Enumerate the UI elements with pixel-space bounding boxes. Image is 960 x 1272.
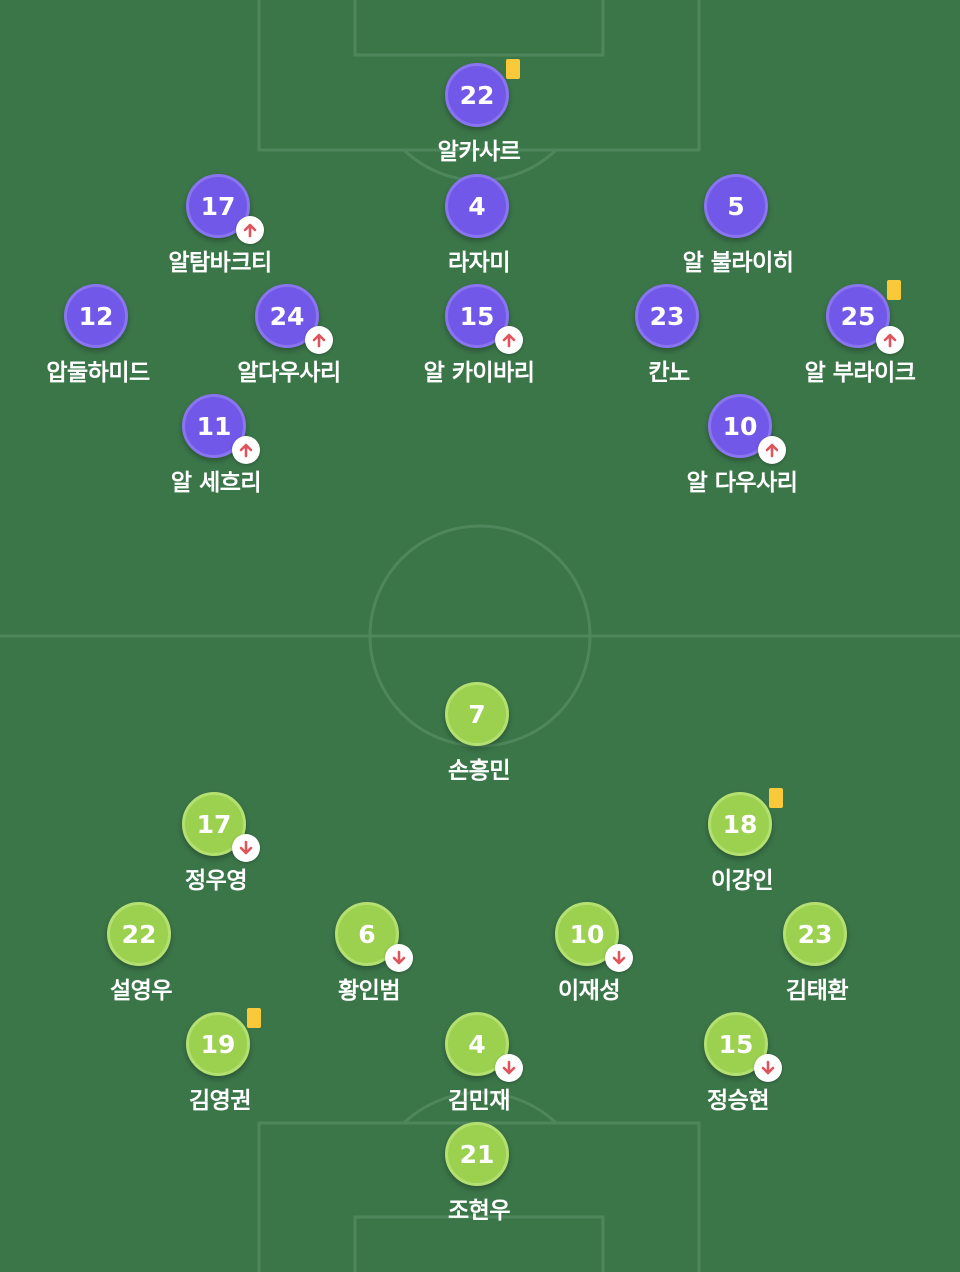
player-name: 알 부라이크 (804, 360, 916, 386)
arrow-down-icon (385, 944, 413, 972)
home-player[interactable]: 21 조현우 (369, 1122, 589, 1242)
player-name: 알다우사리 (237, 360, 341, 386)
player-name: 알 불라이히 (682, 250, 794, 276)
arrow-up-icon (876, 326, 904, 354)
player-name: 정우영 (185, 868, 247, 894)
away-player[interactable]: 4 라자미 (369, 174, 589, 294)
player-name: 김태환 (786, 978, 848, 1004)
jersey-number: 15 (445, 284, 509, 348)
arrow-up-icon (758, 436, 786, 464)
bottom-goal-box (353, 1215, 605, 1272)
yellow-card-icon (506, 59, 520, 79)
player-name: 알 세흐리 (170, 470, 262, 496)
jersey-number: 6 (335, 902, 399, 966)
jersey-number: 5 (704, 174, 768, 238)
jersey-number: 21 (445, 1122, 509, 1186)
jersey-number: 17 (182, 792, 246, 856)
jersey-number: 12 (64, 284, 128, 348)
player-name: 압둘하미드 (46, 360, 150, 386)
arrow-down-icon (754, 1054, 782, 1082)
jersey-number: 4 (445, 1012, 509, 1076)
yellow-card-icon (887, 280, 901, 300)
yellow-card-icon (247, 1008, 261, 1028)
away-player[interactable]: 11 알 세흐리 (106, 394, 326, 514)
away-player[interactable]: 25 알 부라이크 (750, 280, 960, 404)
player-name: 이강인 (711, 868, 773, 894)
away-player[interactable]: 5 알 불라이히 (628, 174, 848, 294)
arrow-up-icon (495, 326, 523, 354)
home-player[interactable]: 4 김민재 (369, 1012, 589, 1132)
player-name: 알탐바크티 (168, 250, 272, 276)
away-player[interactable]: 12 압둘하미드 (0, 284, 208, 404)
yellow-card-icon (769, 788, 783, 808)
away-player[interactable]: 24 알다우사리 (179, 284, 399, 404)
player-name: 황인범 (338, 978, 400, 1004)
jersey-number: 23 (635, 284, 699, 348)
arrow-down-icon (605, 944, 633, 972)
jersey-number: 23 (783, 902, 847, 966)
home-player[interactable]: 15 정승현 (628, 1012, 848, 1132)
jersey-number: 7 (445, 682, 509, 746)
jersey-number: 22 (107, 902, 171, 966)
arrow-down-icon (232, 834, 260, 862)
home-player[interactable]: 23 김태환 (707, 902, 927, 1022)
home-player[interactable]: 6 황인범 (259, 902, 479, 1022)
player-name: 정승현 (707, 1088, 769, 1114)
jersey-number: 22 (445, 63, 509, 127)
home-player[interactable]: 18 이강인 (632, 788, 852, 912)
home-player[interactable]: 17 정우영 (106, 792, 326, 912)
player-name: 김영권 (189, 1088, 251, 1114)
away-player[interactable]: 23 칸노 (559, 284, 779, 404)
player-name: 알 다우사리 (686, 470, 798, 496)
arrow-up-icon (236, 216, 264, 244)
center-circle (368, 524, 592, 748)
player-name: 설영우 (110, 978, 172, 1004)
jersey-number: 18 (708, 792, 772, 856)
home-player[interactable]: 22 설영우 (31, 902, 251, 1022)
jersey-number: 4 (445, 174, 509, 238)
jersey-number: 11 (182, 394, 246, 458)
away-player[interactable]: 15 알 카이바리 (369, 284, 589, 404)
player-name: 이재성 (558, 978, 620, 1004)
bottom-penalty-arc (402, 1091, 558, 1125)
top-penalty-box (257, 0, 701, 152)
player-name: 알카사르 (437, 139, 521, 165)
jersey-number: 19 (186, 1012, 250, 1076)
away-player[interactable]: 22 알카사르 (369, 59, 589, 183)
player-name: 손흥민 (448, 758, 510, 784)
home-player[interactable]: 7 손흥민 (369, 682, 589, 802)
home-player[interactable]: 19 김영권 (110, 1008, 330, 1132)
player-name: 조현우 (448, 1198, 510, 1224)
away-player[interactable]: 17 알탐바크티 (110, 174, 330, 294)
player-name: 라자미 (448, 250, 510, 276)
jersey-number: 24 (255, 284, 319, 348)
away-player[interactable]: 10 알 다우사리 (632, 394, 852, 514)
top-goal-box (353, 0, 605, 57)
home-player[interactable]: 10 이재성 (479, 902, 699, 1022)
arrow-up-icon (232, 436, 260, 464)
player-name: 김민재 (448, 1088, 510, 1114)
player-name: 칸노 (648, 360, 690, 386)
arrow-up-icon (305, 326, 333, 354)
arrow-down-icon (495, 1054, 523, 1082)
player-name: 알 카이바리 (423, 360, 535, 386)
